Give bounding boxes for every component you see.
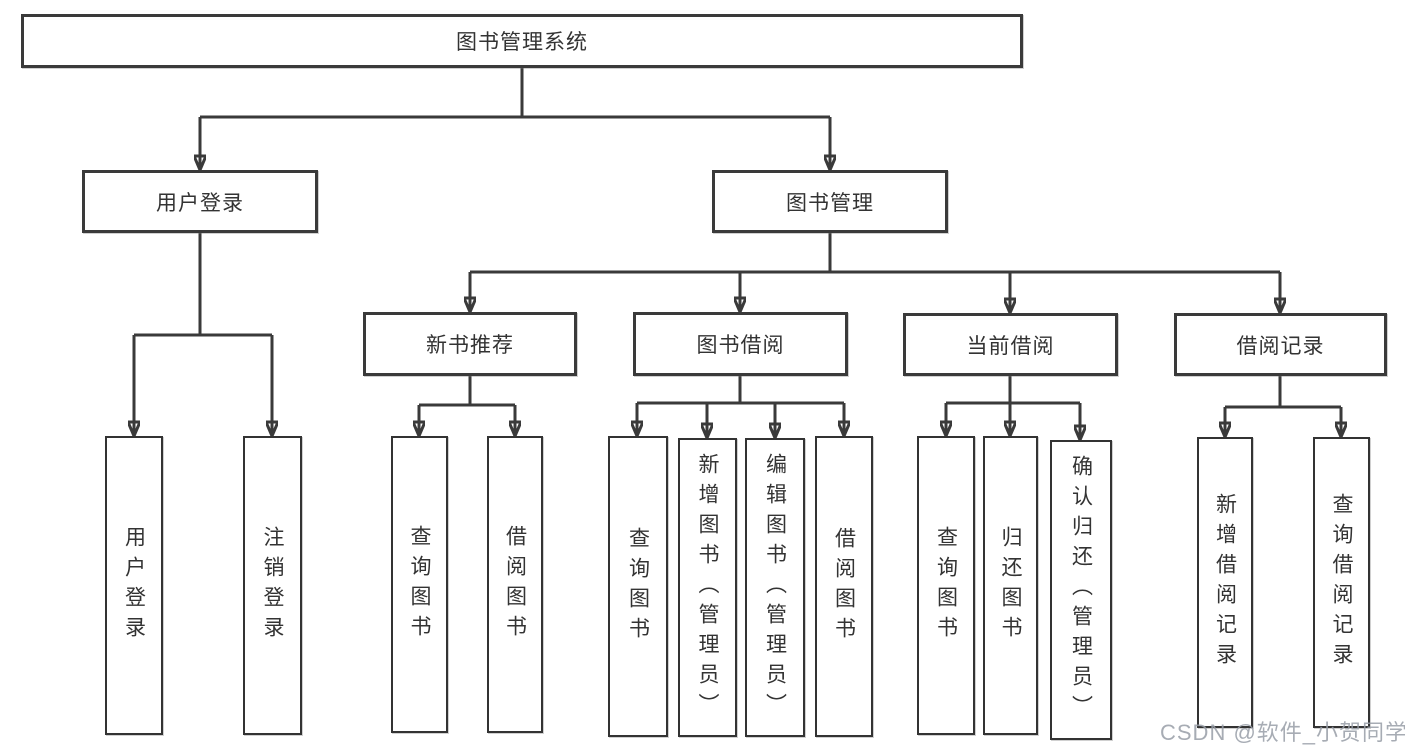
leaf-user-login: 用户登录 (105, 436, 163, 735)
connector-new-book-recommend (419, 376, 515, 435)
node-user-login: 用户登录 (82, 170, 318, 233)
leaf-edit-book-admin: 编辑图书（管理员） (745, 438, 805, 737)
connector-user-login (134, 233, 272, 435)
node-new-book-recommend-label: 新书推荐 (426, 334, 514, 357)
leaf-add-borrow-record-label: 新增借阅记录 (1213, 492, 1237, 673)
leaf-query-book-borrowing: 查询图书 (608, 436, 668, 737)
leaf-query-book-recommend-label: 查询图书 (408, 524, 432, 645)
connector-root (200, 68, 830, 169)
leaf-query-book-current: 查询图书 (917, 436, 975, 735)
node-book-borrowing: 图书借阅 (633, 312, 848, 376)
leaf-return-book: 归还图书 (983, 436, 1038, 735)
node-current-borrowing-label: 当前借阅 (966, 334, 1055, 358)
leaf-add-book-admin: 新增图书（管理员） (678, 438, 737, 737)
leaf-query-book-current-label: 查询图书 (934, 525, 958, 646)
leaf-borrow-book-recommend: 借阅图书 (487, 436, 543, 733)
leaf-confirm-return-admin: 确认归还（管理员） (1050, 440, 1112, 740)
leaf-query-book-borrowing-label: 查询图书 (626, 526, 650, 647)
leaf-user-login-label: 用户登录 (122, 525, 146, 646)
node-library-system-label: 图书管理系统 (456, 31, 588, 54)
node-user-login-label: 用户登录 (156, 191, 244, 215)
node-book-management: 图书管理 (712, 170, 948, 233)
leaf-query-borrow-record-label: 查询借阅记录 (1330, 492, 1354, 673)
leaf-return-book-label: 归还图书 (999, 525, 1023, 646)
leaf-logout-label: 注销登录 (261, 525, 285, 646)
leaf-add-borrow-record: 新增借阅记录 (1197, 437, 1253, 728)
leaf-add-book-admin-label: 新增图书（管理员） (696, 452, 720, 723)
node-library-system: 图书管理系统 (21, 14, 1023, 68)
watermark: CSDN @软件_小贺同学 (1160, 720, 1405, 745)
leaf-borrow-book: 借阅图书 (815, 436, 873, 737)
node-new-book-recommend: 新书推荐 (363, 312, 577, 376)
leaf-logout: 注销登录 (243, 436, 302, 735)
node-current-borrowing: 当前借阅 (903, 313, 1118, 376)
connector-current-borrowing (946, 376, 1080, 439)
leaf-borrow-book-label: 借阅图书 (832, 526, 856, 647)
node-book-management-label: 图书管理 (786, 191, 874, 215)
node-borrowing-records-label: 借阅记录 (1236, 334, 1325, 358)
node-book-borrowing-label: 图书借阅 (696, 334, 785, 357)
connector-book-management (470, 233, 1280, 312)
leaf-edit-book-admin-label: 编辑图书（管理员） (763, 452, 787, 723)
connector-book-borrowing (637, 376, 844, 437)
leaf-query-borrow-record: 查询借阅记录 (1313, 437, 1370, 728)
connector-borrowing-records (1225, 376, 1341, 436)
leaf-borrow-book-recommend-label: 借阅图书 (503, 524, 527, 645)
leaf-query-book-recommend: 查询图书 (391, 436, 448, 733)
leaf-confirm-return-admin-label: 确认归还（管理员） (1069, 455, 1093, 725)
node-borrowing-records: 借阅记录 (1174, 313, 1387, 376)
